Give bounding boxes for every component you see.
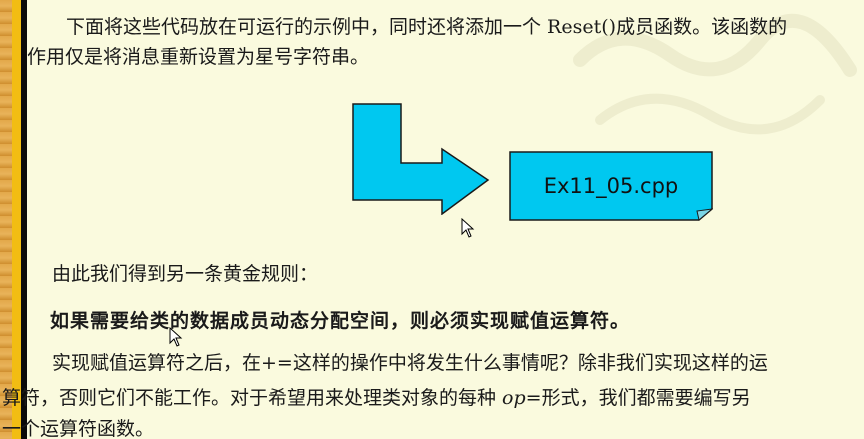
reset-code-text: Reset() bbox=[547, 16, 617, 38]
golden-rule-text: 如果需要给类的数据成员动态分配空间，则必须实现赋值运算符。 bbox=[50, 310, 631, 332]
paragraph-3-line-2-pre: 算符，否则它们不能工作。对于希望用来处理类对象的每种 bbox=[2, 387, 503, 409]
paragraph-3-line-3: 一个运算符函数。 bbox=[2, 418, 155, 439]
file-name-label: Ex11_05.cpp bbox=[543, 174, 679, 198]
folded-note-shape bbox=[509, 151, 713, 221]
paragraph-3-line-2: 算符，否则它们不能工作。对于希望用来处理类对象的每种 op=形式，我们都需要编写… bbox=[2, 385, 751, 411]
paragraph-1-line-2: 作用仅是将消息重新设置为星号字符串。 bbox=[27, 46, 370, 68]
paragraph-3-line-2-post: =形式，我们都需要编写另 bbox=[525, 387, 751, 409]
paragraph-1-line-1-post: 成员函数。该函数的 bbox=[616, 16, 788, 38]
file-link-box[interactable]: Ex11_05.cpp bbox=[509, 151, 713, 221]
left-black-stripe bbox=[21, 0, 27, 439]
paragraph-1-line-1: 下面将这些代码放在可运行的示例中，同时还将添加一个 Reset()成员函数。该函… bbox=[66, 14, 787, 40]
mouse-pointer-icon bbox=[461, 218, 475, 238]
paragraph-3-line-1: 实现赋值运算符之后，在+=这样的操作中将发生什么事情呢？除非我们实现这样的运 bbox=[52, 352, 768, 374]
golden-rule-intro: 由此我们得到另一条黄金规则： bbox=[52, 263, 319, 285]
bent-arrow-shape bbox=[352, 103, 490, 215]
left-gold-stripe bbox=[12, 0, 21, 439]
op-italic-text: op bbox=[502, 387, 526, 409]
left-decorative-border bbox=[0, 0, 12, 439]
paragraph-1-line-1-pre: 下面将这些代码放在可运行的示例中，同时还将添加一个 bbox=[66, 16, 548, 38]
mouse-pointer-icon bbox=[169, 327, 183, 347]
watermark-decoration bbox=[573, 13, 857, 135]
